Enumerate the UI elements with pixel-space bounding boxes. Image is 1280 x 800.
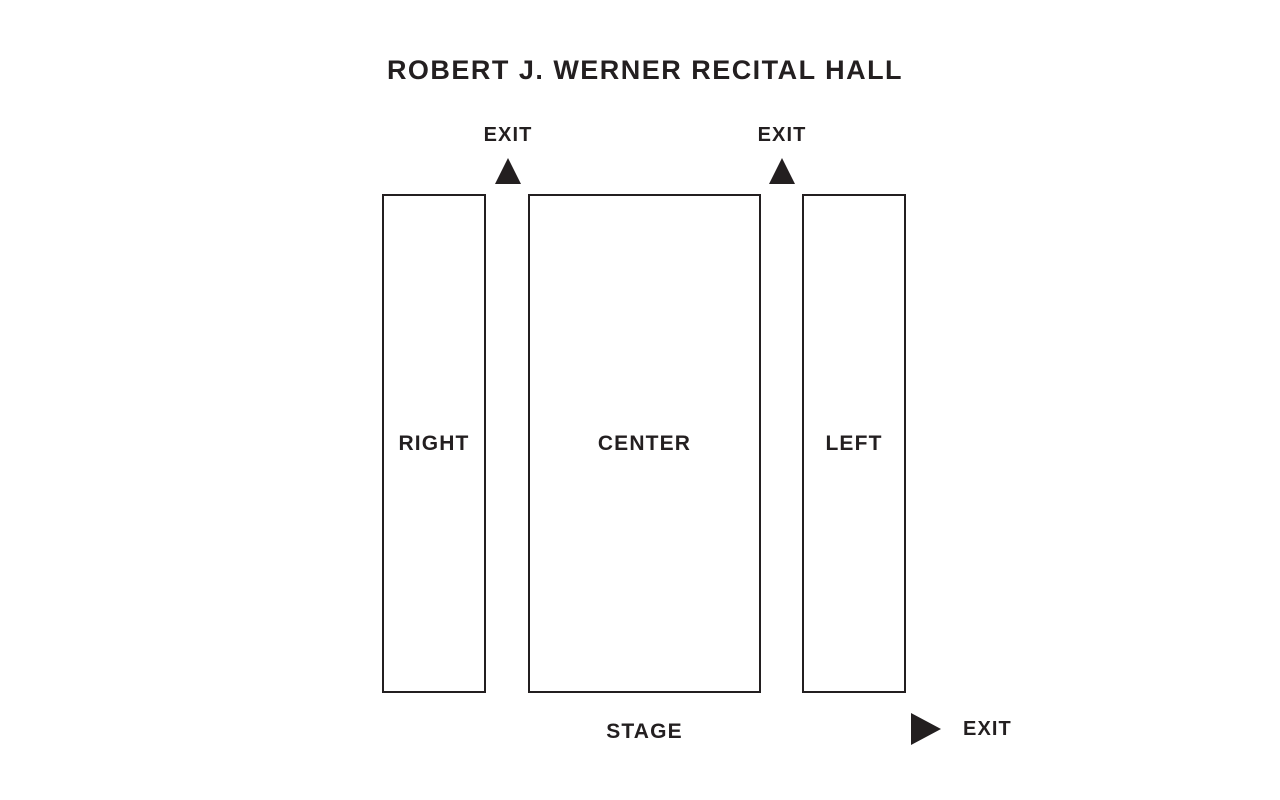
seating-section-center[interactable]: CENTER xyxy=(528,194,761,693)
seating-section-label: CENTER xyxy=(597,431,692,455)
triangle-up-icon xyxy=(495,158,521,184)
exit-label: EXIT xyxy=(757,124,807,146)
seating-section-label: RIGHT xyxy=(398,431,470,455)
exit-marker-bottom-right[interactable]: EXIT xyxy=(911,713,1012,745)
exit-label: EXIT xyxy=(963,717,1012,740)
page-title: ROBERT J. WERNER RECITAL HALL xyxy=(386,55,904,85)
triangle-right-icon xyxy=(911,713,941,745)
exit-marker-top-right[interactable]: EXIT xyxy=(448,125,568,184)
seating-section-left[interactable]: LEFT xyxy=(802,194,906,693)
exit-marker-top-left[interactable]: EXIT xyxy=(722,125,842,184)
stage-label: STAGE xyxy=(606,720,683,743)
seating-section-label: LEFT xyxy=(825,431,883,455)
seating-section-right[interactable]: RIGHT xyxy=(382,194,486,693)
exit-label: EXIT xyxy=(483,124,533,146)
triangle-up-icon xyxy=(769,158,795,184)
